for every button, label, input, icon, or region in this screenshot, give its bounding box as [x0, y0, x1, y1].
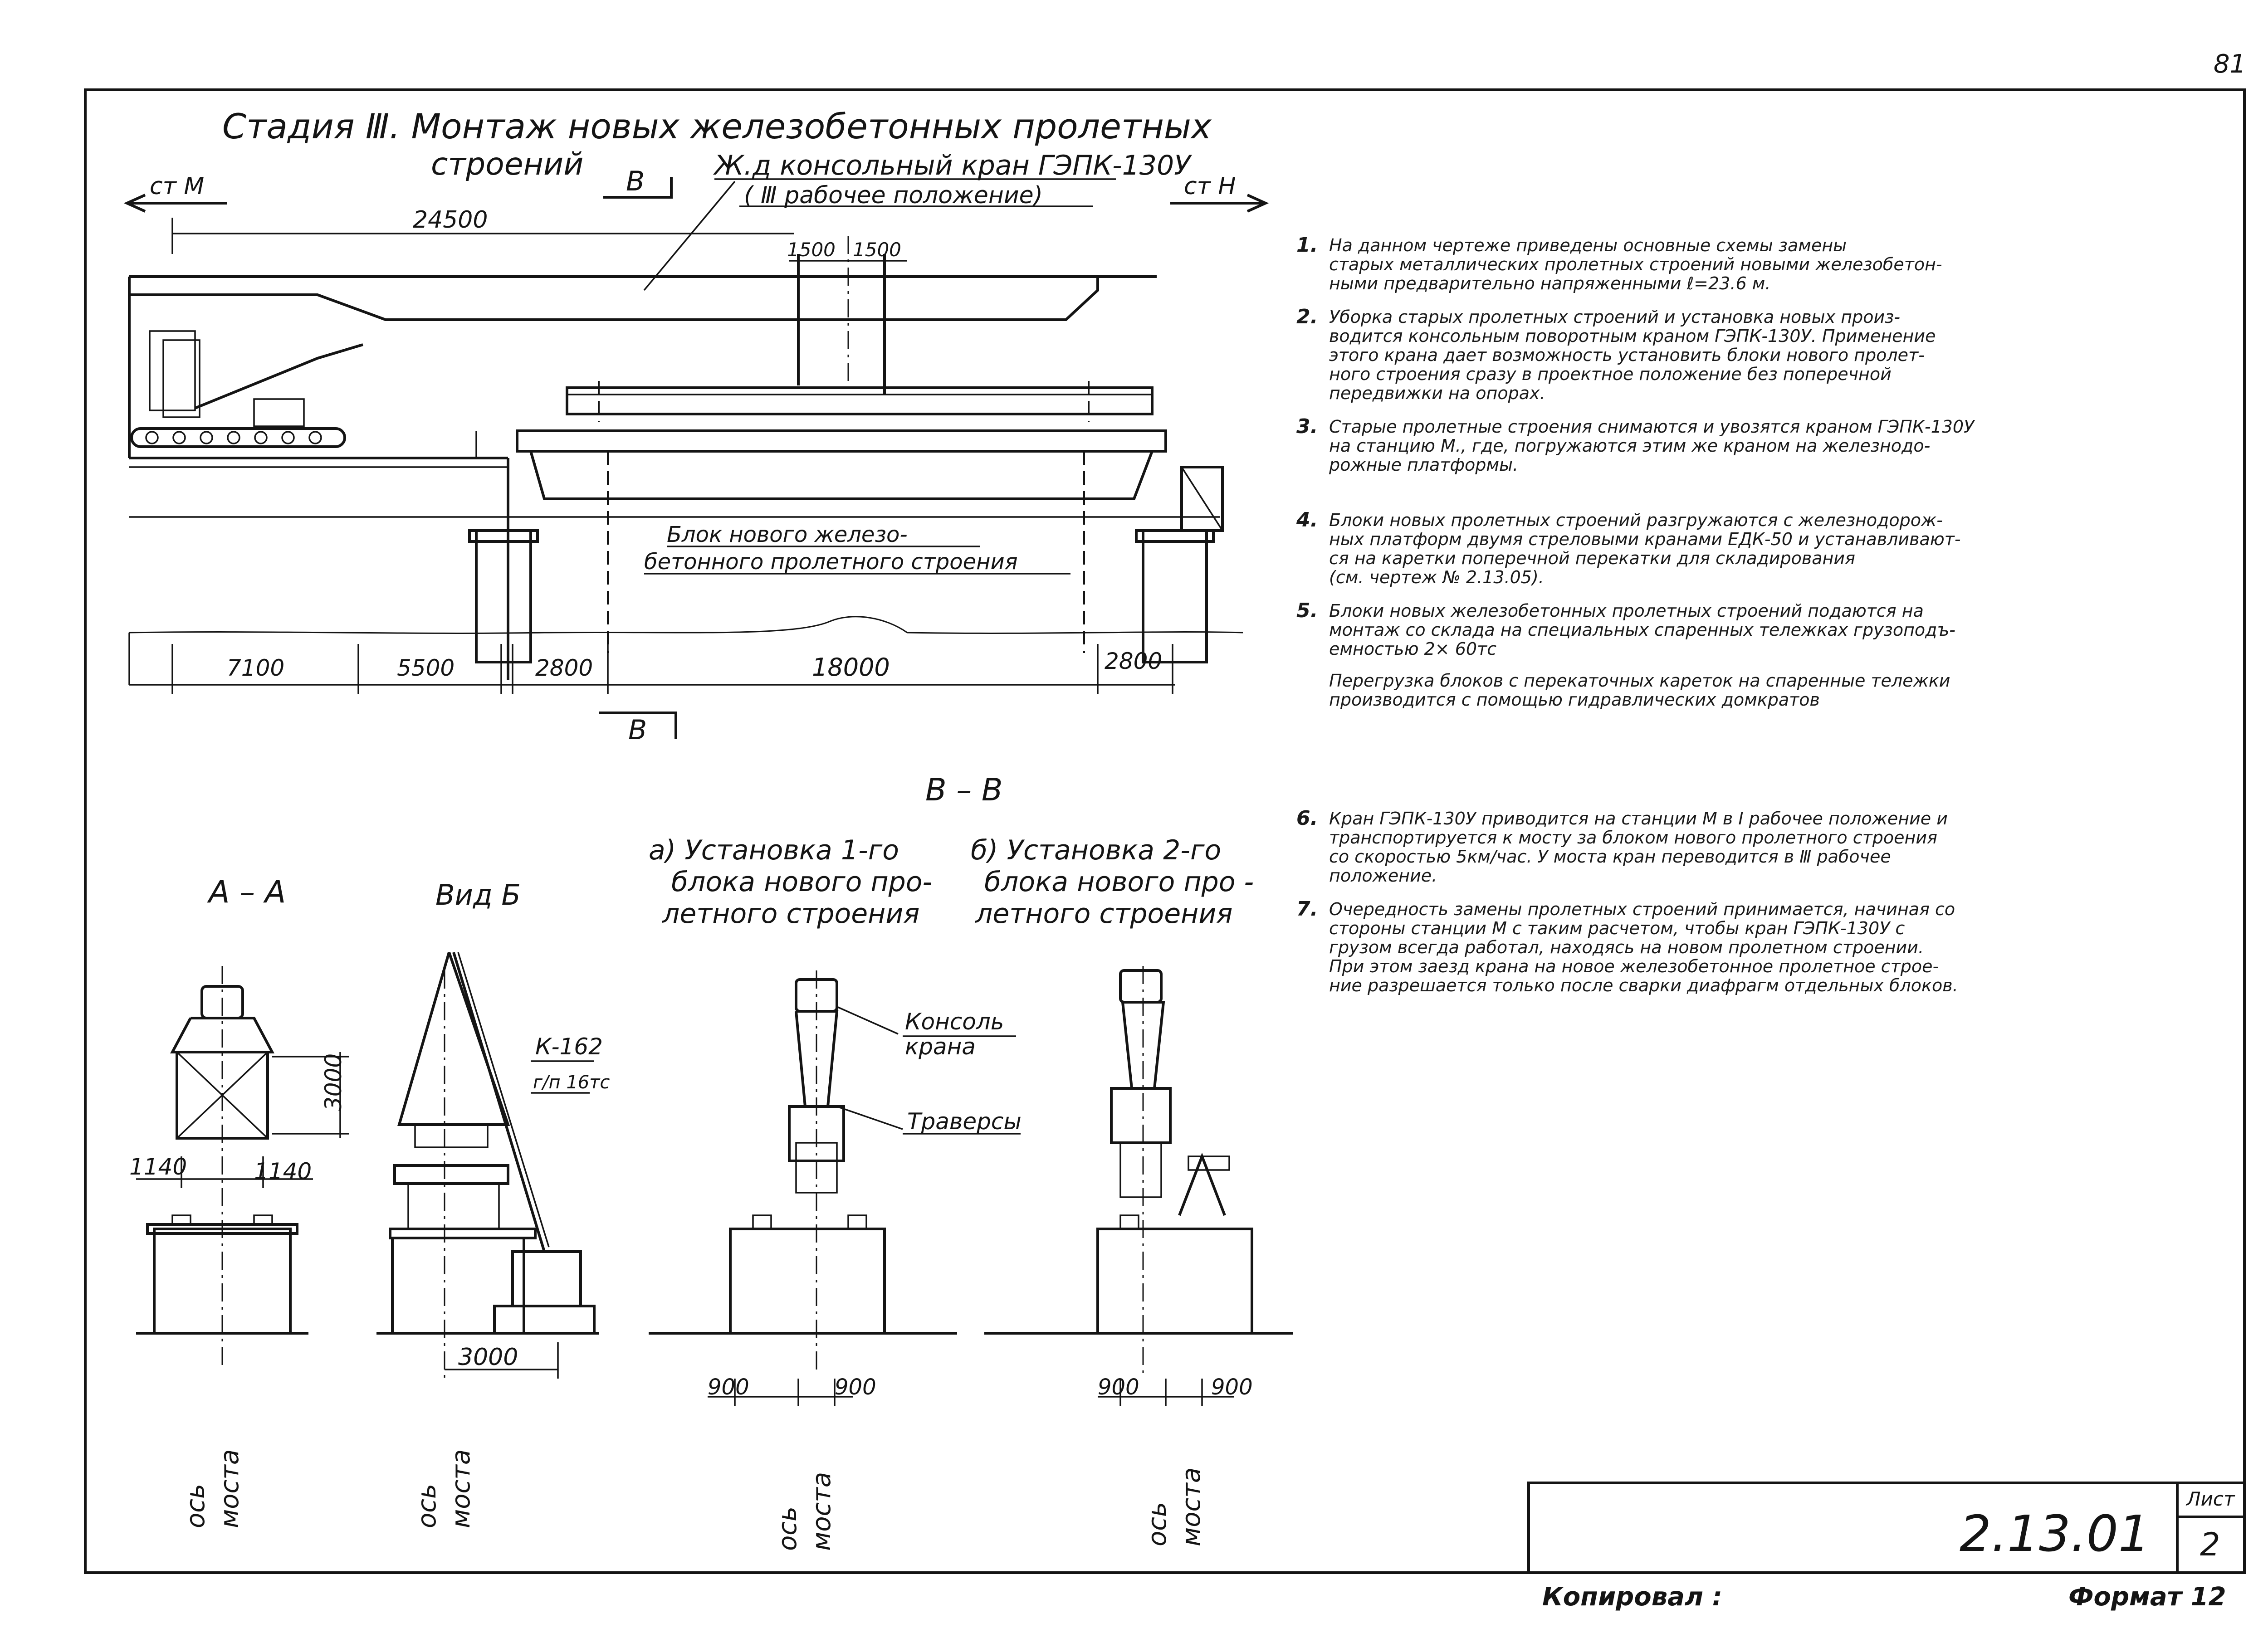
caption-b-3: летного строения: [975, 898, 1232, 930]
stage-title-2: строений: [431, 146, 583, 182]
crane-body: [130, 330, 363, 448]
dim-900-a: 900: [708, 1375, 749, 1400]
page-number: 81: [2214, 49, 2246, 79]
note-text: Старые пролетные строения снимаются и ув…: [1329, 417, 1975, 475]
title-block: [1527, 1482, 2246, 1574]
note-4: 4. Блоки новых пролетных строений разгру…: [1284, 508, 2232, 587]
axis-label-vb: ось: [412, 1484, 442, 1528]
station-left: ст М: [150, 173, 204, 200]
note-number: 1.: [1296, 234, 1318, 257]
note-number: 7.: [1296, 897, 1318, 921]
axis-label-vbb-2: моста: [1177, 1467, 1206, 1546]
dim-1500-a: 1500: [787, 239, 836, 261]
section-mark-bottom: В: [628, 714, 647, 746]
dim-2800-b: 2800: [1105, 648, 1162, 674]
dim-1500-b: 1500: [853, 239, 901, 261]
dim-7100: 7100: [227, 655, 284, 681]
note-2: 2. Уборка старых пролетных строений и ус…: [1284, 307, 2232, 403]
stage-title: Стадия Ⅲ. Монтаж новых железобетонных пр…: [222, 106, 1212, 146]
new-span-block: [566, 381, 1154, 422]
crane-boom: [128, 254, 1157, 458]
axis-label-vbb: ось: [1143, 1502, 1172, 1546]
block-label-2: бетонного пролетного строения: [644, 549, 1018, 575]
format-label: Формат 12: [2068, 1582, 2226, 1612]
block-label: Блок нового железо-: [667, 522, 908, 547]
crane-position-label: ( Ⅲ рабочее положение): [744, 182, 1043, 209]
dim-3000-vertical: 3000: [320, 1053, 347, 1111]
drawing-number: 2.13.01: [1960, 1505, 2150, 1563]
bottom-dimensions: 7100 5500 2800 18000 2800: [129, 644, 1175, 694]
label-console: Консоль: [905, 1009, 1004, 1035]
section-vv-title: В – В: [925, 772, 1003, 808]
section-vv-b-drawing: [984, 966, 1293, 1406]
note-text: Кран ГЭПК-130У приводится на станции М в…: [1329, 809, 1948, 886]
note-3: 3. Старые пролетные строения снимаются и…: [1284, 415, 2232, 475]
axis-label-aa-2: моста: [215, 1449, 244, 1528]
view-b-drawing: [376, 952, 599, 1383]
axis-label-va-2: моста: [807, 1472, 836, 1551]
caption-b-2: блока нового про -: [984, 866, 1254, 898]
note-7: 7. Очередность замены пролетных строений…: [1284, 897, 2232, 995]
dim-18000: 18000: [812, 653, 890, 682]
ground-line: [129, 616, 1243, 634]
crane-leader: [643, 180, 736, 291]
section-vv-a-drawing: [649, 970, 957, 1406]
axis-label-va: ось: [773, 1506, 802, 1551]
dim-900-c: 900: [1098, 1375, 1139, 1400]
note-text: Уборка старых пролетных строений и устан…: [1329, 307, 1936, 403]
station-right: ст Н: [1184, 173, 1236, 200]
axis-label-vb-2: моста: [446, 1449, 476, 1528]
crane-capacity-label: г/п 16тс: [533, 1072, 610, 1093]
note-text: Очередность замены пролетных строений пр…: [1329, 899, 1958, 995]
note-number: 4.: [1296, 508, 1318, 531]
crane-k162-label: К-162: [535, 1033, 603, 1060]
note-5-addendum: Перегрузка блоков с перекаточных кареток…: [1329, 671, 1950, 710]
dim-2800-a: 2800: [535, 655, 593, 681]
caption-a-2: блока нового про-: [671, 866, 932, 898]
note-6: 6. Кран ГЭПК-130У приводится на станции …: [1284, 807, 2232, 886]
main-span: [516, 429, 1224, 653]
note-number: 2.: [1296, 305, 1318, 328]
note-number: 5.: [1296, 599, 1318, 622]
caption-a: а) Установка 1-го: [649, 834, 899, 866]
dim-24500: 24500: [413, 206, 488, 234]
drawing-frame: [84, 88, 2246, 1574]
note-number: 6.: [1296, 807, 1318, 830]
dim-3000-horizontal: 3000: [458, 1344, 518, 1371]
note-number: 3.: [1296, 415, 1318, 438]
crane-label: Ж.д консольный кран ГЭПК-130У: [713, 150, 1192, 181]
label-console-2: крана: [905, 1033, 976, 1060]
view-b-title: Вид Б: [435, 878, 521, 911]
dim-900-b: 900: [835, 1375, 876, 1400]
label-traverses: Траверсы: [907, 1108, 1022, 1135]
note-text: На данном чертеже приведены основные схе…: [1329, 235, 1942, 293]
pier-right: [1142, 529, 1208, 663]
caption-a-3: летного строения: [662, 898, 919, 930]
note-text: Блоки новых железобетонных пролетных стр…: [1329, 601, 1956, 659]
note-text: Блоки новых пролетных строений разгружаю…: [1329, 510, 1961, 587]
copied-by-label: Копировал :: [1542, 1582, 1722, 1612]
pier-left: [475, 529, 532, 663]
caption-b: б) Установка 2-го: [971, 834, 1221, 866]
section-aa-drawing: [136, 966, 349, 1370]
dim-1140-left: 1140: [129, 1154, 187, 1180]
dim-900-d: 900: [1211, 1375, 1253, 1400]
note-1: 1. На данном чертеже приведены основные …: [1284, 234, 2232, 293]
dim-5500: 5500: [397, 655, 455, 681]
dim-1140-right: 1140: [254, 1158, 312, 1184]
sheet-number: 2: [2200, 1526, 2220, 1563]
sheet-label: Лист: [2185, 1488, 2235, 1510]
section-aa-title: А – А: [207, 874, 286, 910]
notes-list: 1. На данном чертеже приведены основные …: [1284, 234, 2232, 1009]
section-mark-top: В: [626, 166, 645, 197]
approach-span: [129, 431, 1220, 680]
axis-label-aa: ось: [181, 1484, 210, 1528]
note-5: 5. Блоки новых железобетонных пролетных …: [1284, 599, 2232, 659]
